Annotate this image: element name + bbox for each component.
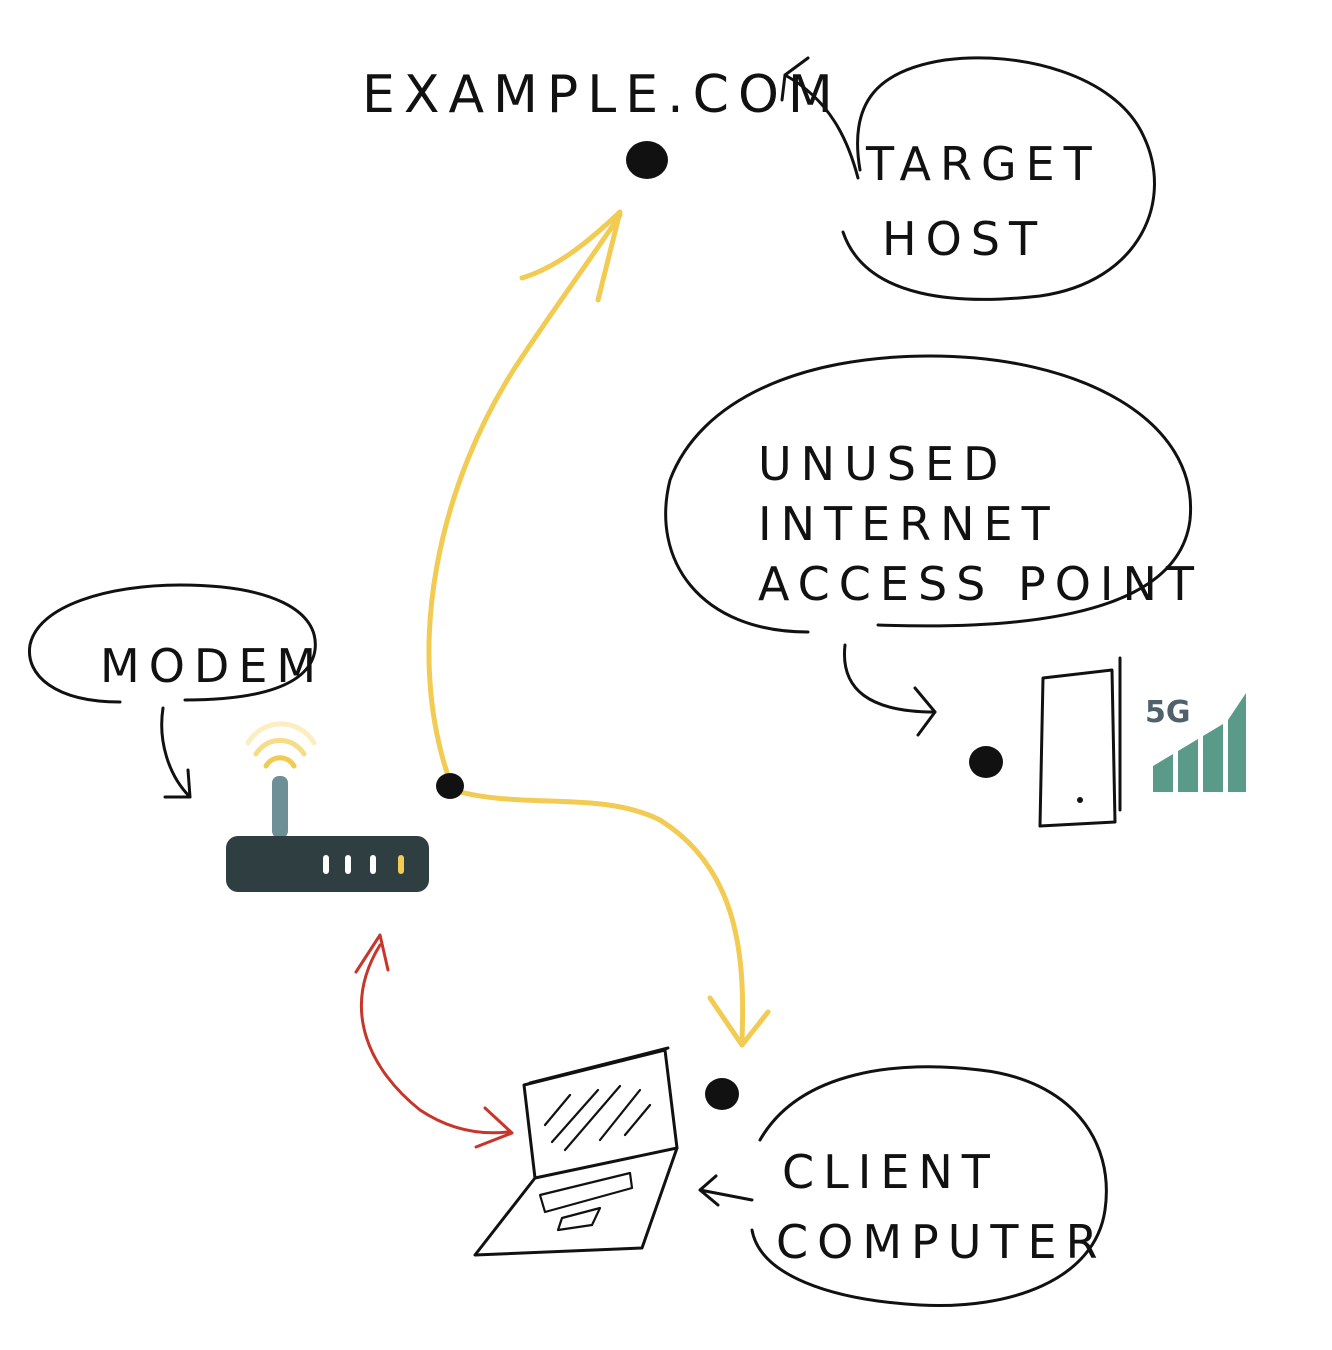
target-label-line1: TARGET: [865, 137, 1101, 191]
route-to-client: [450, 787, 746, 1043]
signal-bars-icon: [1153, 693, 1246, 792]
router-icon: [226, 721, 429, 892]
unused-label-line1: UNUSED: [758, 437, 1007, 491]
laptop-icon: [473, 1046, 679, 1257]
target-host-bubble: [841, 56, 1156, 301]
phone-icon: [1038, 656, 1122, 828]
access-point-node: [969, 746, 1003, 778]
target-bubble-pointer-arrow: [780, 56, 860, 180]
target-label-line2: HOST: [882, 212, 1046, 266]
route-to-client-arrowhead: [707, 995, 771, 1048]
unused-label-line2: INTERNET: [758, 497, 1059, 551]
client-label-line2: COMPUTER: [776, 1215, 1107, 1269]
modem-client-link-arrowhead-bottom: [474, 1106, 514, 1149]
route-to-target-arrowhead: [519, 209, 623, 303]
client-bubble-pointer-arrow: [698, 1174, 754, 1207]
modem-label: MODEM: [100, 639, 325, 693]
modem-client-link-arrowhead-top: [354, 933, 390, 974]
modem-client-link: [359, 943, 510, 1135]
target-host-node: [626, 141, 668, 179]
target-domain-label: EXAMPLE.COM: [362, 65, 842, 125]
local-route-node: [436, 773, 464, 799]
route-to-target-host: [426, 212, 623, 793]
network-badge-5g: 5G: [1145, 695, 1191, 730]
client-node: [705, 1078, 739, 1110]
unused-bubble-pointer-arrow: [842, 643, 937, 737]
client-label-line1: CLIENT: [782, 1145, 999, 1199]
modem-bubble-pointer-arrow: [160, 706, 192, 799]
unused-label-line3: ACCESS POINT: [758, 557, 1203, 611]
client-bubble: [750, 1065, 1108, 1308]
unused-access-point-bubble: [664, 354, 1193, 634]
modem-bubble: [27, 583, 317, 704]
